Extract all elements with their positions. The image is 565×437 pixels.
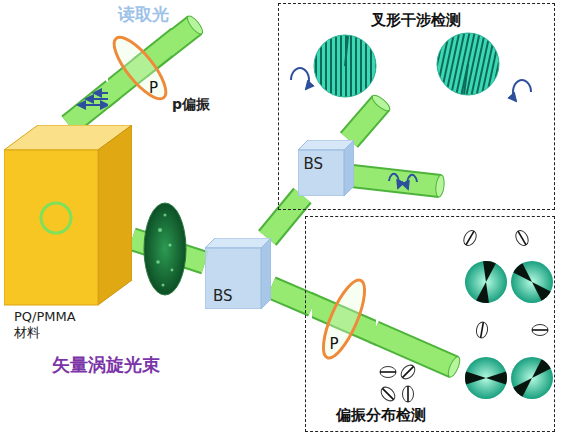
component-label: P [149, 79, 158, 97]
light-beam [374, 332, 462, 379]
component-label: P [330, 335, 339, 353]
light-beam-stroke [69, 90, 113, 125]
light-beam [69, 90, 113, 125]
component-label: BS [304, 155, 324, 173]
polarization-label: p偏振 [172, 96, 210, 113]
beam-label: 读取光 [118, 4, 169, 24]
light-beam-stroke [271, 288, 313, 306]
light-beam-stroke [271, 288, 313, 306]
panel-title: 叉形干涉检测 [371, 11, 461, 29]
light-beam [267, 196, 302, 239]
fork-interference-pattern [437, 33, 499, 95]
detection-panel: 偏振分布检测 P [305, 216, 555, 432]
fork-interference-pattern [314, 35, 376, 97]
polarization-icon [378, 228, 548, 403]
material-label: PQ/PMMA 材料 [14, 309, 88, 340]
light-beam-stroke [69, 90, 113, 125]
polarizer: P [312, 273, 376, 365]
beam-splitter: BS [205, 238, 271, 309]
polarization-lobe-pattern [462, 252, 562, 407]
light-beam [352, 175, 445, 198]
vortex-beam-profile [144, 203, 186, 295]
light-beam [271, 288, 313, 306]
polarizer: P [108, 28, 172, 108]
component-label: BS [213, 287, 233, 305]
light-beam-stroke [267, 196, 302, 239]
beam-label: 矢量涡旋光束 [52, 354, 160, 376]
sample-cube: PQ/PMMA 材料 [4, 125, 132, 347]
polarizer-shape [108, 28, 172, 108]
light-beam [349, 93, 392, 140]
detection-panel: 叉形干涉检测 BS [278, 3, 555, 210]
light-beam-stroke [267, 196, 302, 239]
beam-splitter: BS [298, 140, 354, 196]
polarizer-shape [312, 273, 376, 365]
panel-title: 偏振分布检测 [336, 406, 426, 424]
